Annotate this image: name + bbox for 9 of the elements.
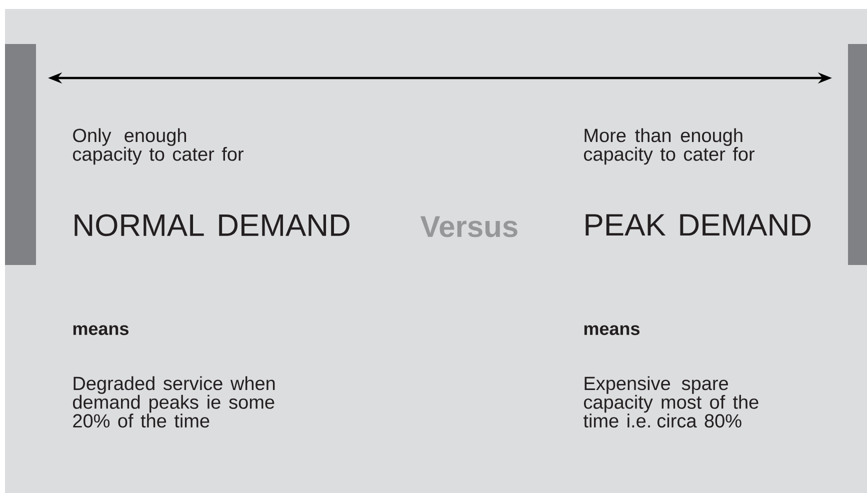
consequence-text: Degraded service when demand peaks ie some 20% of the time <box>73 376 275 428</box>
demand-heading: NORMAL DEMAND <box>74 214 350 236</box>
versus-text: Versus <box>420 216 518 238</box>
intro-text: More than enough capacity to cater for <box>584 128 754 165</box>
consequence-text: Expensive spare capacity most of the time i.e. circa 80% <box>584 376 758 428</box>
demand-heading: PEAK DEMAND <box>586 214 811 236</box>
means-text: means <box>584 325 640 336</box>
intro-text: Only enough capacity to cater for <box>73 128 244 165</box>
means-text: means <box>73 325 128 336</box>
